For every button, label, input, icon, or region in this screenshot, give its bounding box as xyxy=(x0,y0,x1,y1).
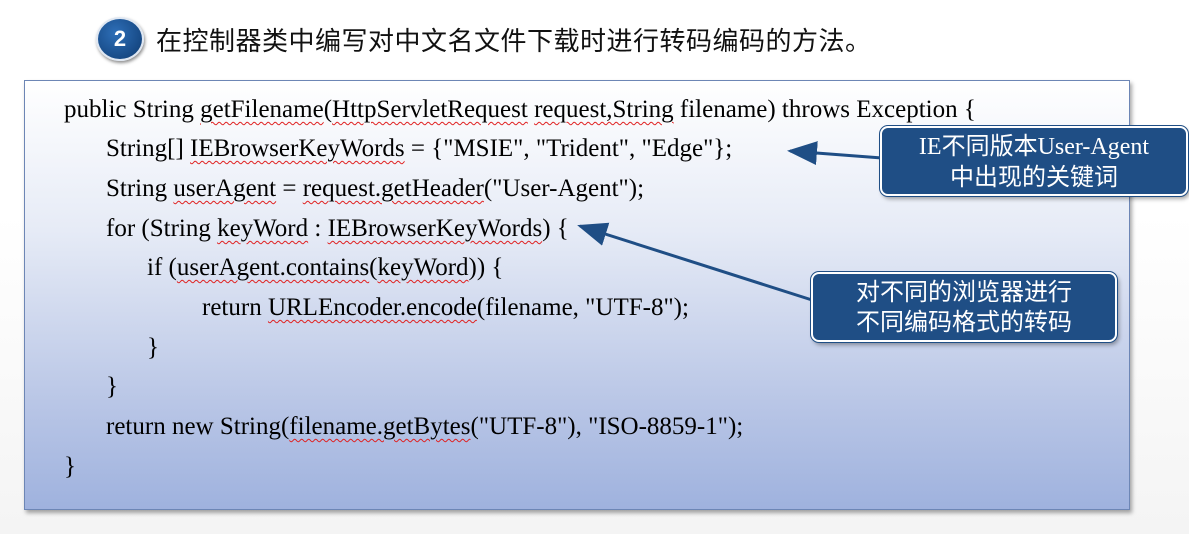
code-line-8: } xyxy=(106,373,118,400)
step-number-badge: 2 xyxy=(96,17,144,61)
code-line-1: public String getFilename(HttpServletReq… xyxy=(64,96,976,123)
heading-text: 在控制器类中编写对中文名文件下载时进行转码编码的方法。 xyxy=(156,26,872,57)
callout-encoding-line-1: 对不同的浏览器进行 xyxy=(856,278,1072,306)
callout-browser-encoding: 对不同的浏览器进行 不同编码格式的转码 xyxy=(811,272,1117,342)
callout-keywords-line-1: IE不同版本User-Agent xyxy=(918,131,1150,160)
callout-encoding-line-2: 不同编码格式的转码 xyxy=(856,308,1072,336)
code-line-4: for (String keyWord : IEBrowserKeyWords)… xyxy=(106,215,569,242)
code-line-2: String[] IEBrowserKeyWords = {"MSIE", "T… xyxy=(106,135,733,162)
slide-heading: 2 在控制器类中编写对中文名文件下载时进行转码编码的方法。 xyxy=(96,14,872,64)
code-line-6: return URLEncoder.encode(filename, "UTF-… xyxy=(202,294,689,321)
code-line-5: if (userAgent.contains(keyWord)) { xyxy=(147,254,504,281)
code-line-3: String userAgent = request.getHeader("Us… xyxy=(106,175,645,202)
code-line-7: } xyxy=(147,334,159,361)
callout-keywords-line-2: 中出现的关键词 xyxy=(950,162,1118,191)
code-line-9: return new String(filename.getBytes("UTF… xyxy=(106,413,744,440)
code-line-10: } xyxy=(64,453,76,480)
callout-user-agent-keywords: IE不同版本User-Agent 中出现的关键词 xyxy=(880,126,1188,196)
